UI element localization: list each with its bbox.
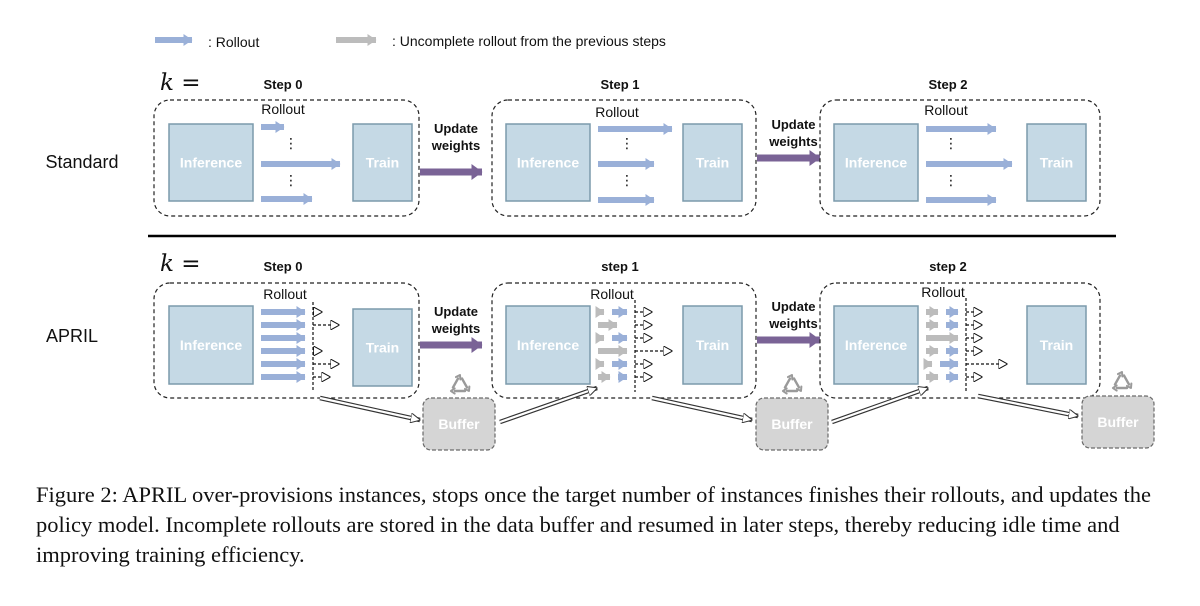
ellipsis: ⋮ — [620, 172, 634, 188]
train-box — [1026, 305, 1087, 385]
update-weights-label: Update — [771, 117, 815, 132]
update-weights-label: weights — [768, 134, 817, 149]
inference-box-label: Inference — [517, 337, 579, 353]
step-label-standard-2: Step 2 — [928, 77, 967, 92]
step-label-april-2: step 2 — [929, 259, 967, 274]
inference-box — [168, 123, 254, 202]
inference-box — [168, 305, 254, 385]
inference-box-label: Inference — [845, 337, 907, 353]
april-diagram: : Rollout : Uncomplete rollout from the p… — [45, 33, 1155, 451]
update-weights-label: Update — [434, 304, 478, 319]
ellipsis: ⋮ — [284, 172, 298, 188]
ellipsis: ⋮ — [620, 135, 634, 151]
row-label-standard: Standard — [45, 152, 118, 172]
inference-box-label: Inference — [180, 155, 242, 171]
update-weights-label: Update — [434, 121, 478, 136]
step-label-april-1: step 1 — [601, 259, 639, 274]
rollout-label: Rollout — [261, 101, 305, 117]
rollout-label: Rollout — [263, 286, 307, 302]
train-box-label: Train — [1040, 337, 1073, 353]
train-box — [682, 123, 743, 202]
legend-rollout-text: : Rollout — [208, 34, 259, 50]
ellipsis: ⋮ — [944, 172, 958, 188]
update-weights-label: weights — [768, 316, 817, 331]
inference-box-label: Inference — [845, 155, 907, 171]
step-region — [153, 99, 420, 217]
buffer-label: Buffer — [771, 416, 813, 432]
train-box-label: Train — [366, 155, 399, 171]
inference-box — [833, 123, 919, 202]
train-box-label: Train — [696, 337, 729, 353]
buffer-box — [755, 397, 829, 451]
inference-box — [505, 123, 591, 202]
buffer-box — [422, 397, 496, 451]
buffer-transfer-arrow — [499, 388, 597, 424]
buffer-transfer-arrow — [831, 388, 928, 424]
inference-box — [505, 305, 591, 385]
recycle-icon — [1111, 371, 1133, 392]
step-region — [819, 282, 1101, 399]
buffer-transfer-arrow — [319, 396, 420, 420]
buffer-label: Buffer — [1097, 414, 1139, 430]
rollout-label: Rollout — [924, 102, 968, 118]
row-label-april: APRIL — [46, 326, 98, 346]
inference-box-label: Inference — [180, 337, 242, 353]
train-box — [352, 308, 413, 387]
step-region — [491, 99, 757, 217]
train-box-label: Train — [366, 340, 399, 356]
buffer-transfer-arrow — [651, 396, 752, 420]
ellipsis: ⋮ — [944, 135, 958, 151]
k-label: k = — [160, 251, 201, 277]
buffer-label: Buffer — [438, 416, 480, 432]
step-label-standard-1: Step 1 — [600, 77, 639, 92]
k-label: k = — [160, 70, 201, 96]
step-region — [819, 99, 1101, 217]
inference-box — [833, 305, 919, 385]
train-box-label: Train — [1040, 155, 1073, 171]
train-box — [352, 123, 413, 202]
rollout-label: Rollout — [595, 104, 639, 120]
buffer-transfer-arrow — [977, 394, 1078, 416]
update-weights-label: weights — [431, 138, 480, 153]
step-region — [153, 282, 420, 399]
buffer-box — [1081, 395, 1155, 449]
step-label-april-0: Step 0 — [263, 259, 302, 274]
figure-caption: Figure 2: APRIL over-provisions instance… — [36, 482, 1151, 567]
train-box-label: Train — [696, 155, 729, 171]
inference-box-label: Inference — [517, 155, 579, 171]
step-label-standard-0: Step 0 — [263, 77, 302, 92]
rollout-label: Rollout — [590, 286, 634, 302]
recycle-icon — [449, 374, 471, 395]
rollout-label: Rollout — [921, 284, 965, 300]
train-box — [682, 305, 743, 385]
legend-uncomplete-text: : Uncomplete rollout from the previous s… — [392, 33, 666, 49]
ellipsis: ⋮ — [284, 135, 298, 151]
recycle-icon — [781, 374, 803, 395]
update-weights-label: weights — [431, 321, 480, 336]
update-weights-label: Update — [771, 299, 815, 314]
step-region — [491, 282, 757, 399]
train-box — [1026, 123, 1087, 202]
